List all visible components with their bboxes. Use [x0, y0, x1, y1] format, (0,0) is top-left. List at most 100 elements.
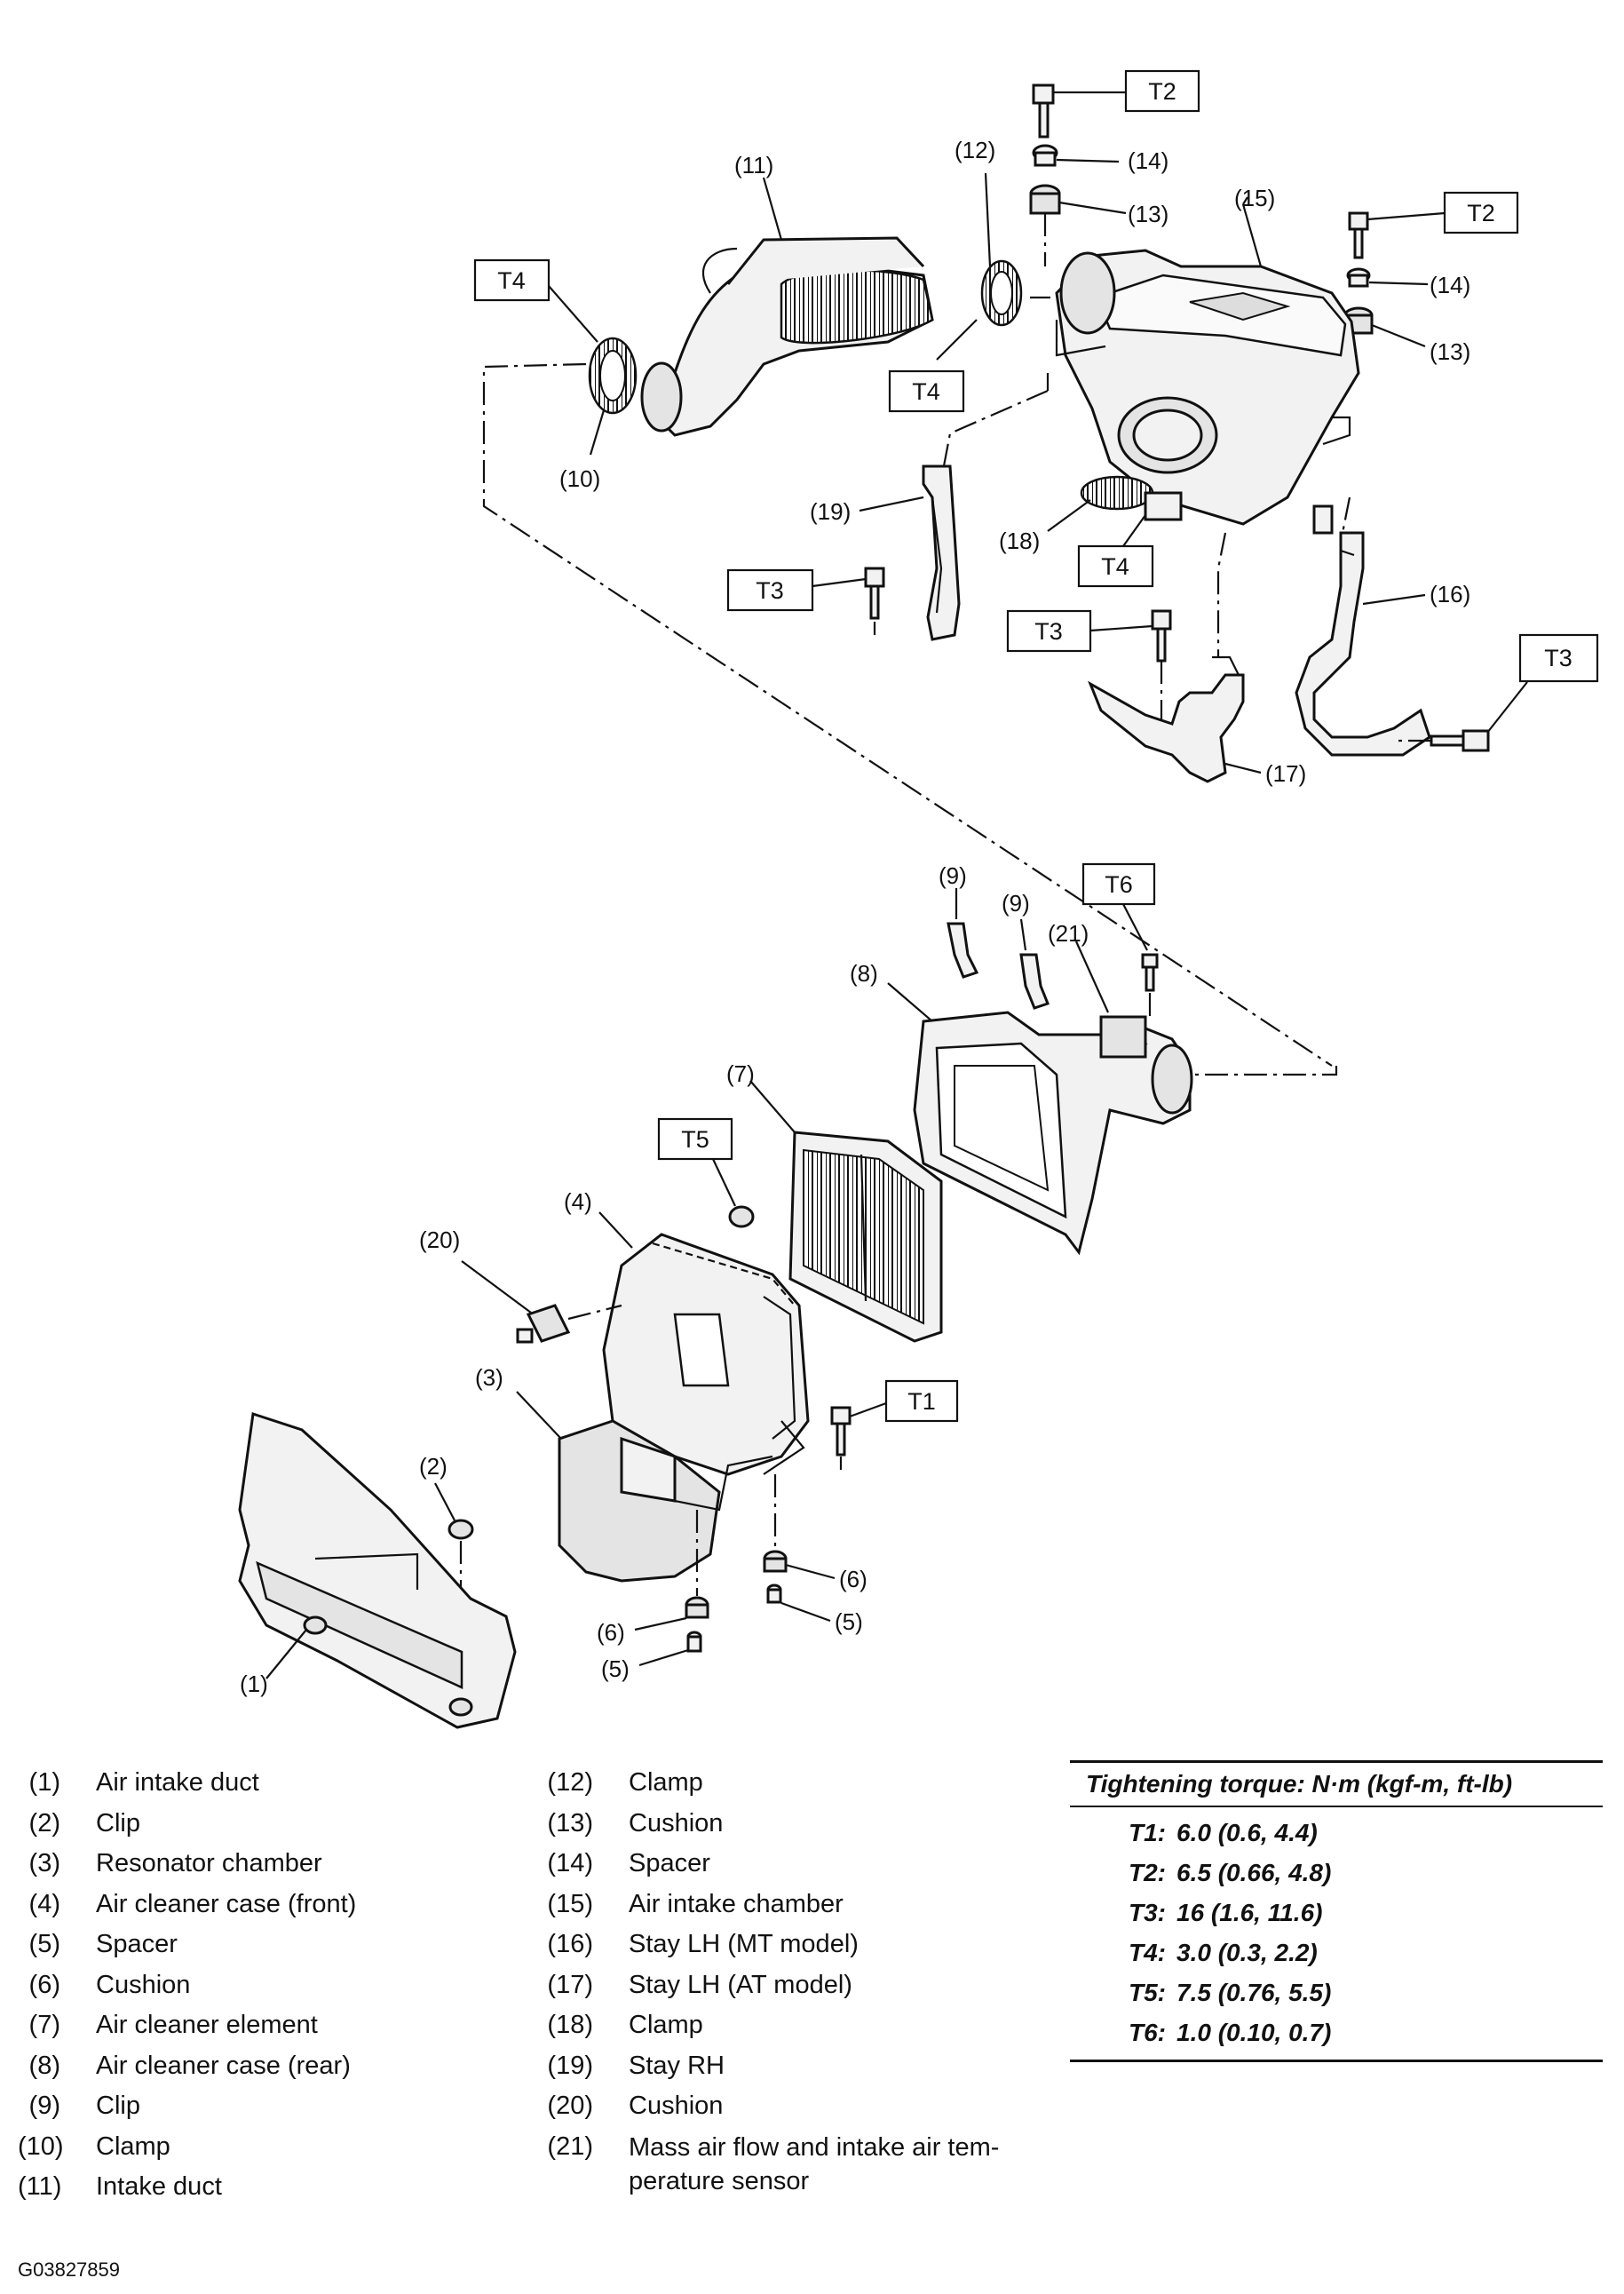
bolt-t3-middle: [1089, 609, 1172, 746]
figure-code: G03827859: [18, 2258, 120, 2281]
legend-row: (18)Clamp: [547, 2005, 1062, 2046]
torque-row: T6: 1.0 (0.10, 0.7): [1070, 2012, 1603, 2052]
legend-number: (1): [28, 1768, 60, 1797]
svg-text:T6: T6: [1105, 871, 1133, 898]
torque-tag-t3-right: T3: [1518, 633, 1599, 683]
torque-value: 1.0 (0.10, 0.7): [1176, 2019, 1332, 2046]
svg-text:T4: T4: [912, 378, 940, 405]
legend-part-name: Cushion: [629, 1808, 724, 1838]
stay-lh-at: [1088, 655, 1262, 783]
torque-key: T2:: [1129, 1859, 1166, 1886]
svg-text:T4: T4: [1101, 553, 1129, 580]
legend-row: (10) Clamp: [18, 2127, 515, 2168]
torque-value: 6.0 (0.6, 4.4): [1176, 1819, 1318, 1846]
torque-row: T5:7.5 (0.76, 5.5): [1070, 1973, 1603, 2012]
callout-13-right: (13): [1430, 338, 1470, 365]
screw-t6: [1122, 903, 1159, 1021]
clamp-10: [548, 285, 638, 456]
legend-number: (3): [28, 1849, 60, 1877]
torque-tag-t5: T5: [657, 1117, 733, 1161]
callout-19: (19): [810, 498, 851, 525]
air-cleaner-case-front: [598, 1211, 810, 1476]
nut-t5: [712, 1158, 755, 1228]
torque-value: 16 (1.6, 11.6): [1176, 1899, 1323, 1926]
legend-part-name: Clamp: [629, 2011, 703, 2039]
legend-row: (15)Air intake chamber: [547, 1885, 1062, 1925]
svg-text:T4: T4: [497, 267, 526, 294]
bolt-t1: [830, 1401, 887, 1470]
legend-number: (16): [547, 1930, 593, 1958]
legend-part-name: Stay LH (AT model): [629, 1970, 852, 1999]
legend-part-name: Clip: [96, 2092, 140, 2120]
torque-key: T6:: [1129, 2019, 1166, 2046]
torque-row: T2:6.5 (0.66, 4.8): [1070, 1853, 1603, 1893]
exploded-view-diagram: (11) (12) (14) (13) (15) (14) (13) (10) …: [238, 69, 1599, 1729]
torque-tag-t4-right: T4: [1077, 544, 1154, 588]
legend-part-name-line: perature sensor: [629, 2166, 810, 2195]
stay-rh: [859, 464, 961, 641]
torque-key: T1:: [1129, 1819, 1166, 1846]
callout-12: (12): [955, 137, 995, 163]
callout-7: (7): [726, 1060, 755, 1087]
svg-text:T2: T2: [1148, 78, 1176, 105]
stay-lh-mt: [1295, 531, 1431, 757]
legend-row: (9) Clip: [18, 2086, 515, 2127]
legend-number: (9): [28, 2092, 60, 2120]
torque-row: T1: 6.0 (0.6, 4.4): [1070, 1813, 1603, 1853]
parts-legend-right: (12)Clamp(13)Cushion(14)Spacer(15)Air in…: [547, 1763, 1062, 2198]
callout-6-right: (6): [839, 1566, 867, 1592]
legend-number: (4): [28, 1889, 60, 1918]
svg-text:T3: T3: [756, 577, 784, 604]
torque-value: 3.0 (0.3, 2.2): [1176, 1939, 1318, 1966]
callout-3: (3): [475, 1364, 503, 1391]
callout-4: (4): [564, 1188, 592, 1215]
torque-value: 7.5 (0.76, 5.5): [1176, 1979, 1332, 2006]
legend-row: (1)Air intake duct: [18, 1763, 515, 1804]
cushion-20: [461, 1260, 622, 1344]
torque-row: T4:3.0 (0.3, 2.2): [1070, 1933, 1603, 1973]
cushion-13-right: [1343, 306, 1426, 348]
torque-tag-t4-left: T4: [473, 258, 551, 302]
legend-row: (8)Air cleaner case (rear): [18, 2046, 515, 2087]
legend-row: (19)Stay RH: [547, 2046, 1062, 2087]
cushion-13-upper: [1029, 184, 1127, 215]
legend-row: (21)Mass air flow and intake air tem-per…: [547, 2127, 1062, 2198]
legend-number: (11): [18, 2172, 62, 2201]
bolt-t2-right: [1348, 211, 1446, 259]
maf-sensor: [1074, 941, 1147, 1059]
svg-text:T5: T5: [681, 1126, 709, 1153]
legend-part-name: Clip: [96, 1808, 140, 1838]
legend-row: (11)Intake duct: [18, 2167, 515, 2208]
legend-part-name: Air cleaner case (rear): [96, 2051, 351, 2080]
legend-part-name: Cushion: [629, 2092, 724, 2120]
legend-number: (7): [28, 2011, 60, 2039]
callout-9-right: (9): [1002, 890, 1030, 917]
svg-text:T3: T3: [1544, 645, 1573, 671]
legend-number: (5): [28, 1930, 60, 1958]
torque-tag-t4-middle: T4: [888, 369, 965, 413]
callout-16: (16): [1430, 581, 1470, 607]
torque-table-title: Tightening torque: N·m (kgf-m, ft-lb): [1070, 1763, 1603, 1807]
legend-row: (16) Stay LH (MT model): [547, 1925, 1062, 1965]
intake-duct: [640, 236, 934, 437]
legend-number: (14): [547, 1849, 593, 1877]
legend-row: (13) Cushion: [547, 1804, 1062, 1845]
air-intake-chamber: [1055, 196, 1360, 535]
callout-5-right: (5): [835, 1608, 863, 1635]
legend-number: (10): [18, 2131, 64, 2161]
legend-number: (20): [547, 2092, 593, 2120]
callout-15: (15): [1234, 185, 1275, 211]
callout-1: (1): [240, 1671, 268, 1697]
legend-row: (14)Spacer: [547, 1844, 1062, 1885]
legend-part-name: Stay LH (MT model): [629, 1930, 859, 1958]
torque-tag-t2-right: T2: [1443, 191, 1519, 234]
callout-11: (11): [734, 152, 773, 179]
bolt-t3-right: [1398, 681, 1528, 752]
torque-tags: T2 T2 T4 T4 T4 T3 T3 T3: [473, 69, 1599, 1423]
callout-6-left: (6): [597, 1619, 625, 1646]
legend-part-name: Clamp: [96, 2131, 170, 2161]
clamp-12: [980, 172, 1023, 327]
callout-13-upper: (13): [1128, 201, 1168, 227]
legend-number: (13): [547, 1808, 593, 1838]
legend-part-name: Clamp: [629, 1768, 703, 1797]
